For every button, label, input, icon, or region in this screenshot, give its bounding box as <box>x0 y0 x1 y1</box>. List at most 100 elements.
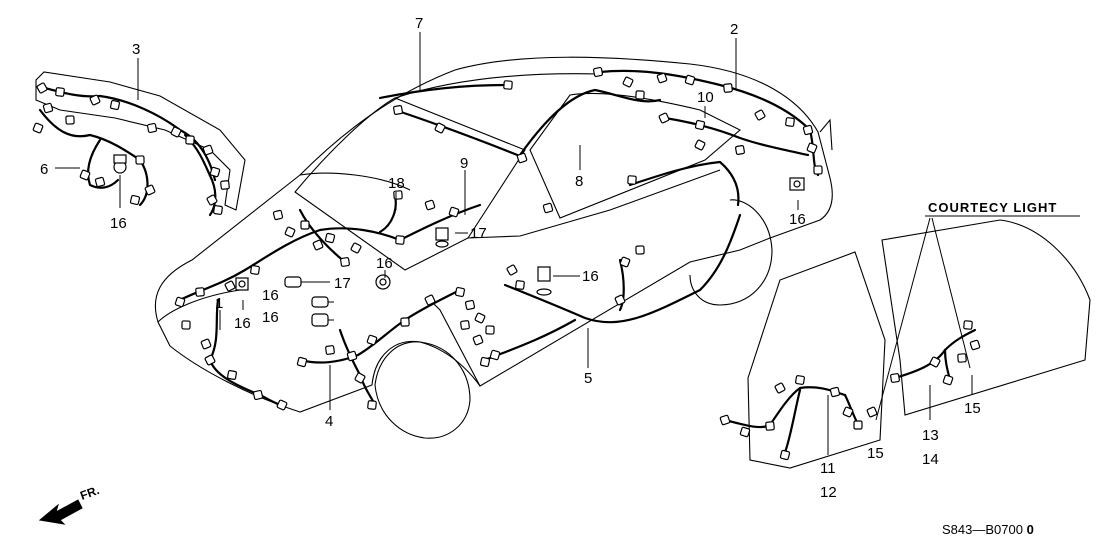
connector-icon <box>627 175 637 185</box>
callout-7: 7 <box>415 15 423 32</box>
courtesy-light-label: COURTECY LIGHT <box>928 200 1057 215</box>
bolt-icon <box>235 277 249 291</box>
bolt-icon <box>311 296 334 308</box>
connector-icon <box>503 80 513 90</box>
connector-icon <box>890 373 900 383</box>
connector-icon <box>464 299 476 311</box>
connector-icon <box>765 421 775 431</box>
connectors <box>32 66 981 461</box>
callout-15-rear: 15 <box>964 400 981 417</box>
connector-icon <box>65 115 75 125</box>
connector-icon <box>448 206 460 218</box>
connector-icon <box>592 66 604 78</box>
connector-icon <box>829 386 841 398</box>
callout-16-center: 16 <box>376 255 393 272</box>
bolt-icon <box>375 274 391 290</box>
connector-icon <box>129 194 141 206</box>
connector-icon <box>55 87 65 97</box>
connector-icon <box>806 142 818 154</box>
bolt-icon <box>311 313 334 327</box>
connector-icon <box>181 320 191 330</box>
connector-icon <box>802 124 814 136</box>
bolt-icon <box>113 154 127 174</box>
connector-icon <box>213 205 223 215</box>
connector-icon <box>252 389 264 401</box>
connector-icon <box>622 76 634 88</box>
connector-icon <box>929 356 941 368</box>
callout-6: 6 <box>40 161 48 178</box>
callout-2: 2 <box>730 21 738 38</box>
trunk-lid-panel <box>35 71 246 211</box>
connector-icon <box>224 280 236 292</box>
connector-icon <box>250 265 260 275</box>
connector-icon <box>354 372 366 384</box>
connector-icon <box>424 294 436 306</box>
connector-icon <box>300 220 310 230</box>
connector-icon <box>340 257 350 267</box>
callout-12: 12 <box>820 484 837 501</box>
connector-icon <box>312 239 324 251</box>
connector-icon <box>866 406 878 418</box>
connector-icon <box>42 102 54 114</box>
callout-17-top: 17 <box>470 225 487 242</box>
car-body-outline <box>154 56 833 439</box>
connector-icon <box>969 339 981 351</box>
callout-15-front: 15 <box>867 445 884 462</box>
callout-14: 14 <box>922 451 939 468</box>
connector-icon <box>400 317 410 327</box>
connector-icon <box>393 105 403 115</box>
callout-numbers: 3 6 16 7 2 10 9 8 18 1 17 17 16 16 16 16… <box>40 15 981 501</box>
callout-17-bottom: 17 <box>334 275 351 292</box>
callout-3: 3 <box>132 41 140 58</box>
callout-11: 11 <box>820 460 836 477</box>
door-panels <box>747 219 1091 469</box>
callout-16-left: 16 <box>234 315 251 332</box>
connector-icon <box>272 209 284 221</box>
connector-icon <box>220 180 230 190</box>
connector-icon <box>754 109 766 121</box>
connector-icon <box>813 165 823 175</box>
connector-icon <box>325 345 335 355</box>
connector-icon <box>296 356 308 368</box>
connector-icon <box>324 232 336 244</box>
connector-icon <box>853 420 863 430</box>
callout-13: 13 <box>922 427 939 444</box>
connector-icon <box>460 320 470 330</box>
connector-icon <box>284 226 296 238</box>
connector-icon <box>350 242 362 254</box>
connector-icon <box>684 74 696 86</box>
callout-10: 10 <box>697 89 714 106</box>
callout-5: 5 <box>584 370 592 387</box>
leader-lines <box>55 32 1080 455</box>
callout-16-rear: 16 <box>789 211 806 228</box>
callout-16-bolt-b: 16 <box>262 309 279 326</box>
connector-icon <box>144 184 156 196</box>
callout-18: 18 <box>388 175 405 192</box>
connector-icon <box>842 406 854 418</box>
connector-icon <box>474 312 486 324</box>
connector-icon <box>515 280 525 290</box>
connector-icon <box>395 235 405 245</box>
connector-icon <box>542 202 554 214</box>
connector-icon <box>619 256 631 268</box>
connector-icon <box>424 199 436 211</box>
connector-icon <box>479 356 491 368</box>
connector-icon <box>506 264 518 276</box>
callout-16-floor: 16 <box>582 268 599 285</box>
front-arrow-label: FR. <box>78 483 101 503</box>
callout-8: 8 <box>575 173 583 190</box>
callout-4: 4 <box>325 413 333 430</box>
diagram-code: S843—B0700 0 <box>942 522 1034 537</box>
connector-icon <box>635 90 645 100</box>
connector-icon <box>723 83 733 93</box>
connector-icon <box>393 190 403 200</box>
connector-icon <box>36 82 48 94</box>
callout-16-bolt-a: 16 <box>262 287 279 304</box>
connector-icon <box>516 152 528 164</box>
connector-icon <box>434 122 446 134</box>
connector-icon <box>89 94 101 106</box>
bolt-icon <box>284 276 308 288</box>
callout-16-trunk: 16 <box>110 215 127 232</box>
connector-icon <box>694 139 706 151</box>
